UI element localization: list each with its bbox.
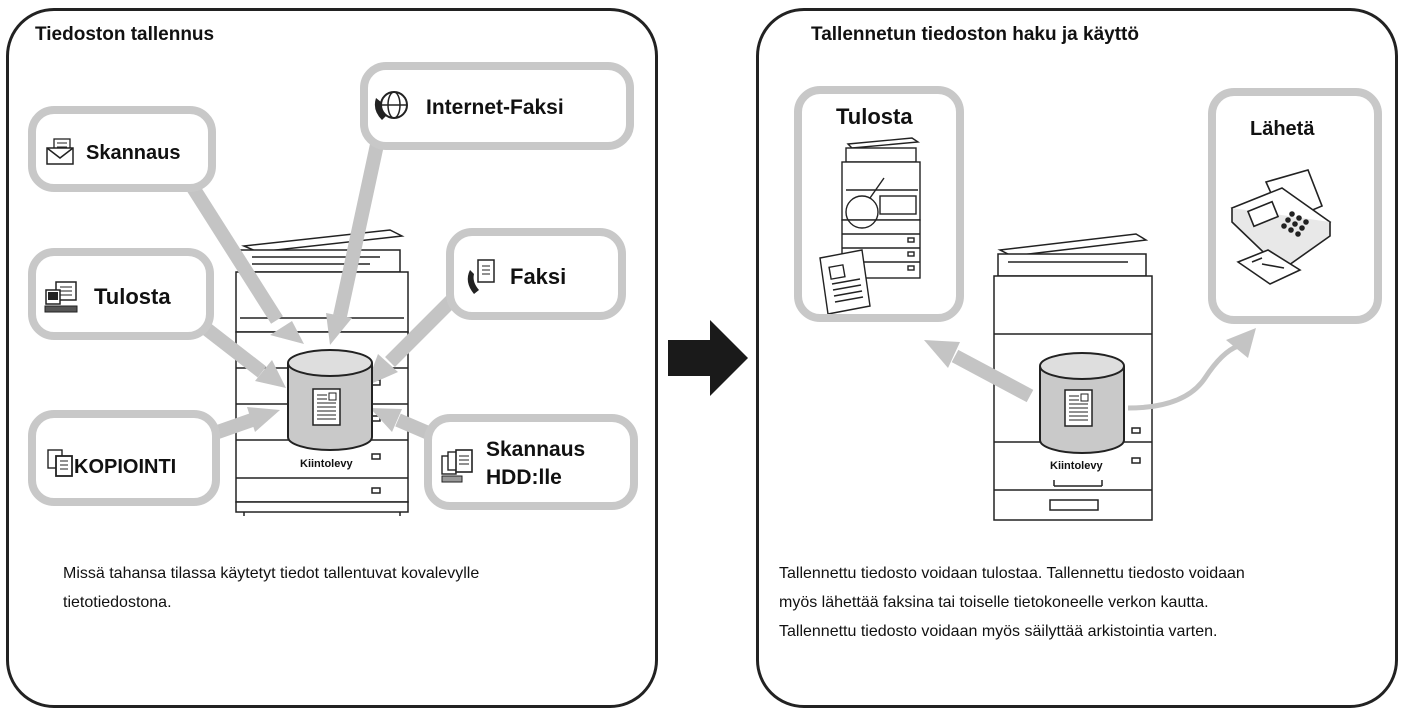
print-source-box: Tulosta <box>28 248 214 340</box>
right-hdd-label: Kiintolevy <box>1050 460 1103 472</box>
copy-label: KOPIOINTI <box>74 456 177 478</box>
right-outgoing-arrows <box>924 328 1256 411</box>
documents-copy-icon <box>47 449 73 477</box>
printed-page <box>819 249 871 315</box>
right-print-label: Tulosta <box>836 104 913 129</box>
left-description-line: Missä tahansa tilassa käytetyt tiedot ta… <box>63 565 480 582</box>
right-fax-machine <box>1230 169 1332 285</box>
fax-source-box: Faksi <box>446 228 626 320</box>
right-print-copier <box>841 137 921 279</box>
print-label: Tulosta <box>94 284 171 309</box>
globe-phone-icon <box>374 91 408 120</box>
right-panel-title: Tallennetun tiedoston haku ja käyttö <box>811 24 1139 45</box>
fax-label: Faksi <box>510 264 567 289</box>
right-description-line: Tallennettu tiedosto voidaan tulostaa. T… <box>779 565 1245 582</box>
right-description-line: Tallennettu tiedosto voidaan myös säilyt… <box>779 623 1218 640</box>
arrow-from-scan <box>179 171 304 344</box>
internet-fax-label: Internet-Faksi <box>426 96 564 119</box>
arrow-to-send <box>1127 328 1256 411</box>
scan-hdd-label-line: HDD:lle <box>486 466 562 489</box>
scan-hdd-label: Skannaus HDD:lle <box>486 436 585 492</box>
computer-print-icon <box>44 281 78 313</box>
scan-label: Skannaus <box>86 142 181 164</box>
internet-fax-source-box: Internet-Faksi <box>360 62 634 150</box>
left-hdd-label: Kiintolevy <box>300 458 353 470</box>
arrow-to-print <box>924 340 1034 403</box>
send-target-box: Lähetä <box>1208 88 1382 324</box>
left-panel-title: Tiedoston tallennus <box>35 24 215 45</box>
right-description-line: myös lähettää faksina tai toiselle tieto… <box>779 594 1209 611</box>
file-retrieval-panel: Tallennetun tiedoston haku ja käyttö Tal… <box>756 8 1398 708</box>
documents-scan-to-hdd-icon <box>441 449 473 483</box>
copy-source-box: KOPIOINTI <box>28 410 220 506</box>
right-hdd-cylinder <box>1039 352 1125 454</box>
scan-source-box: Skannaus <box>28 106 216 192</box>
right-description: Tallennettu tiedosto voidaan tulostaa. T… <box>779 559 1245 646</box>
phone-document-icon <box>467 259 495 294</box>
send-label: Lähetä <box>1250 118 1315 140</box>
left-description: Missä tahansa tilassa käytetyt tiedot ta… <box>63 559 479 617</box>
left-description-line: tietotiedostona. <box>63 594 172 611</box>
envelope-scan-icon <box>46 138 74 165</box>
print-target-box: Tulosta <box>794 86 964 322</box>
transition-arrow <box>668 320 748 396</box>
arrow-from-internet-fax <box>326 138 385 345</box>
left-hdd-cylinder <box>287 349 373 451</box>
scan-hdd-label-line: Skannaus <box>486 438 586 461</box>
scan-hdd-source-box: Skannaus HDD:lle <box>424 414 638 510</box>
